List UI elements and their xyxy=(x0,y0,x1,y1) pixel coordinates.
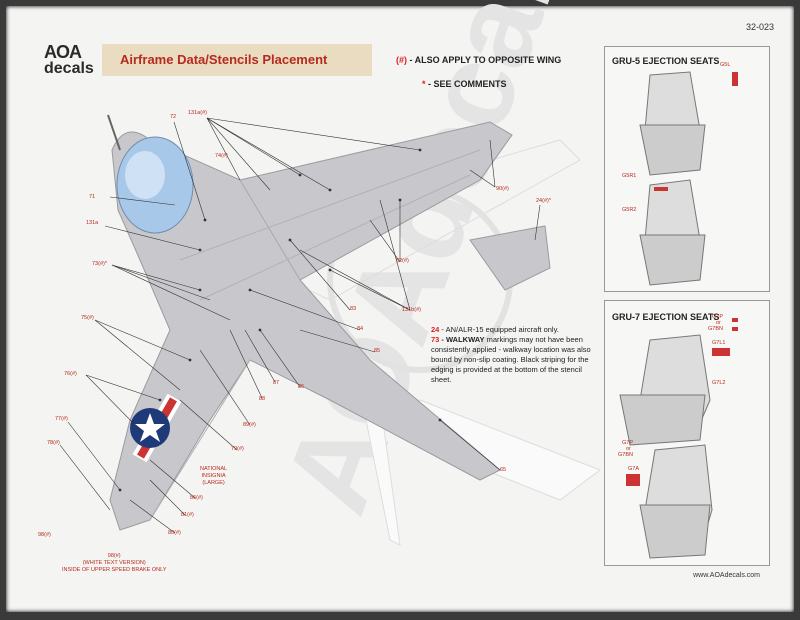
sheet-number: 32-023 xyxy=(745,22,774,32)
logo-aoa: AOA xyxy=(44,42,82,62)
callout-131b: 131b(#) xyxy=(402,307,421,313)
callout-83: 83 xyxy=(350,306,357,312)
callout-79: 79(#) xyxy=(231,446,244,452)
callout-85: 85 xyxy=(374,348,381,354)
comments-block: 24 - AN/ALR-15 equipped aircraft only. 7… xyxy=(431,325,591,384)
airframe-silhouette xyxy=(109,121,513,531)
callout-leaders xyxy=(59,117,541,534)
seat-label-g7bn: G7BN xyxy=(708,326,723,332)
callout-87: 87 xyxy=(273,380,280,386)
note1-mark: (#) xyxy=(396,55,407,65)
callout-73: 73(#)* xyxy=(92,261,107,267)
callout-75: 75(#) xyxy=(81,315,94,321)
title-banner xyxy=(102,44,372,76)
callout-81: 81(#) xyxy=(181,512,194,518)
note1-text: - ALSO APPLY TO OPPOSITE WING xyxy=(407,55,562,65)
callout-131a: 131a xyxy=(86,220,99,226)
note-opposite-wing: (#) - ALSO APPLY TO OPPOSITE WING xyxy=(396,55,561,65)
gru7-title: GRU-7 EJECTION SEATS xyxy=(612,312,720,322)
callout-86b: 86(#) xyxy=(190,495,203,501)
page-title: Airframe Data/Stencils Placement xyxy=(120,52,328,67)
seat-label-or-2: or xyxy=(626,446,631,452)
national-insignia-roundel xyxy=(130,393,182,463)
callout-86: 86 xyxy=(298,384,305,390)
national-insignia-label: NATIONAL INSIGNIA (LARGE) xyxy=(200,466,228,486)
canopy-highlight xyxy=(125,151,165,199)
callout-72: 72 xyxy=(170,114,177,120)
callout-78: 78(#) xyxy=(47,440,60,446)
seat-label-g7l1: G7L1 xyxy=(712,340,726,346)
seat-label-g7bn-2: G7BN xyxy=(618,452,633,458)
speed-brake-label: 98(#) (WHITE TEXT VERSION) INSIDE OF UPP… xyxy=(62,553,167,573)
seat-label-g7p-2: G7P xyxy=(622,440,634,446)
note2-mark: * xyxy=(422,79,426,89)
seat-label-or-1: or xyxy=(716,320,721,326)
callout-24: 24(#)* xyxy=(536,198,551,204)
gru5-title: GRU-5 EJECTION SEATS xyxy=(612,56,720,66)
callout-84: 84 xyxy=(357,326,364,332)
seat-label-g7p: G7P xyxy=(712,314,724,320)
callout-88: 88 xyxy=(259,396,266,402)
callout-80: 80(#) xyxy=(168,530,181,536)
callout-90: 90(#) xyxy=(496,186,509,192)
callout-77: 77(#) xyxy=(55,416,68,422)
website-url: www.AOAdecals.com xyxy=(693,572,760,579)
note2-text: - SEE COMMENTS xyxy=(425,79,507,89)
callout-131a-top: 131a(#) xyxy=(188,110,207,116)
note-see-comments: * - SEE COMMENTS xyxy=(422,79,507,89)
callout-98: 98(#) xyxy=(38,532,51,538)
seat-label-g7l2: G7L2 xyxy=(712,380,726,386)
callout-74: 74(#) xyxy=(215,153,228,159)
callout-89: 89(#) xyxy=(243,422,256,428)
callout-71: 71 xyxy=(89,194,96,200)
callout-76: 76(#) xyxy=(64,371,77,377)
callout-82: 82(#) xyxy=(396,258,409,264)
detached-flap-panel xyxy=(469,225,551,291)
seat-label-g5r2: G5R2 xyxy=(622,207,637,213)
logo-decals: decals xyxy=(44,60,94,77)
callout-65: 65 xyxy=(500,467,507,473)
seat-label-g5l: G5L xyxy=(720,62,731,68)
refuel-probe xyxy=(107,114,121,151)
seat-label-g5r1: G5R1 xyxy=(622,173,637,179)
seat-label-g7a: G7A xyxy=(628,466,640,472)
